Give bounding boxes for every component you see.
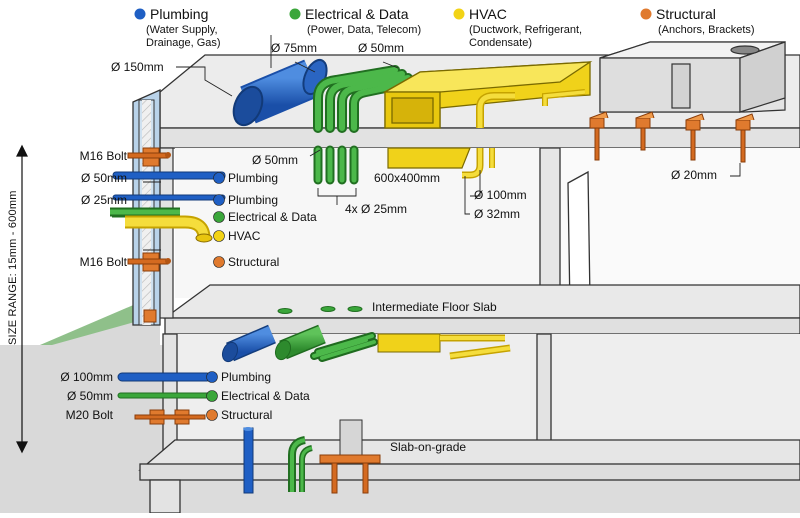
roof-structural-anchors [589,111,755,163]
slab-on-grade-label: Slab-on-grade [390,440,466,454]
label-d20: Ø 20mm [671,168,717,182]
label-d50-top: Ø 50mm [358,41,404,55]
anchor-3 [685,113,705,161]
row-size-label: M16 Bolt [80,255,128,269]
legend-sub: (Ductwork, Refrigerant, [469,24,582,36]
lower_rows-row: Ø 50mm Electrical & Data [67,389,310,403]
lower_rows-row: M20 Bolt Structural [66,408,273,422]
green-dot-icon [289,8,301,20]
under-roof-duct [387,147,495,179]
legend-structural: Structural (Anchors, Brackets) [640,6,755,36]
row-size-label: Ø 50mm [81,171,127,185]
blue-dot-icon [134,8,146,20]
anchor-2 [635,111,655,151]
blue-dot-icon [206,371,218,383]
roof-hvac-duct [382,61,593,129]
blue-dot-icon [213,172,225,184]
orange-dot-icon [206,409,218,421]
orange-dot-icon [640,8,652,20]
row-service-label: Plumbing [228,193,278,207]
row-size-label: M16 Bolt [80,149,128,163]
green-dot-icon [213,211,225,223]
wall_rows-row: Electrical & Data [213,210,317,224]
pipe-25mm-plumbing [112,194,226,201]
green-dot-icon [206,390,218,402]
row-service-label: Plumbing [221,370,271,384]
legend-electrical: Electrical & Data (Power, Data, Telecom) [289,6,421,36]
anchor-1 [589,111,609,161]
legend-sub: (Anchors, Brackets) [658,24,755,36]
yellow-dot-icon [453,8,465,20]
rooftop-hvac-unit [599,41,786,113]
row-size-label: Ø 100mm [60,370,113,384]
m16-bolt-top [127,147,171,167]
row-service-label: Electrical & Data [221,389,310,403]
wall_rows-row: HVAC [213,229,261,243]
anchor-4 [735,113,755,163]
grass-strip [40,300,160,345]
legend-hvac: HVAC (Ductwork, Refrigerant, Condensate) [453,6,582,49]
wall_rows-row: M16 Bolt Structural [80,255,280,269]
slab-labels: Intermediate Floor Slab Slab-on-grade [372,300,497,454]
wall_rows-row: Ø 25mm Plumbing [81,193,278,207]
legend-title: Structural [656,6,716,22]
leader-lines [143,35,741,251]
row-service-label: Structural [228,255,279,269]
legend-title: Plumbing [150,6,208,22]
wall_rows-row: Ø 50mm Plumbing [81,171,278,185]
row-service-label: HVAC [228,229,261,243]
legend: Plumbing (Water Supply, Drainage, Gas) E… [134,6,755,49]
lower-legend-rows: Ø 100mm Plumbing Ø 50mm Electrical & DataM2… [60,370,310,422]
legend-sub: Condensate) [469,37,532,49]
size-range-label: SIZE RANGE: 15mm - 600mm [7,190,19,345]
row-size-label: M20 Bolt [66,408,114,422]
legend-sub: Drainage, Gas) [146,37,221,49]
label-d32: Ø 32mm [474,207,520,221]
label-d50-under: Ø 50mm [252,153,298,167]
under-roof-conduits [313,145,359,185]
row-service-label: Electrical & Data [228,210,317,224]
label-d150: Ø 150mm [111,60,164,74]
lower_rows-row: Ø 100mm Plumbing [60,370,271,384]
intermediate-slab-label: Intermediate Floor Slab [372,300,497,314]
dimension-labels: Ø 150mm Ø 75mm Ø 50mm Ø 50mm 4x Ø 25mm 6… [111,41,717,221]
row-size-label: Ø 50mm [67,389,113,403]
pipe-50mm-plumbing [112,171,226,180]
wall_rows-row: M16 Bolt [80,149,128,163]
blue-dot-icon [213,194,225,206]
size-range-indicator [16,144,28,454]
slab-sleeves [277,306,363,314]
legend-title: HVAC [469,6,507,22]
legend-sub: (Water Supply, [146,24,218,36]
legend-plumbing: Plumbing (Water Supply, Drainage, Gas) [134,6,221,49]
label-d75: Ø 75mm [271,41,317,55]
label-conduits: 4x Ø 25mm [345,202,407,216]
wall-penetrations [110,147,226,323]
row-service-label: Structural [221,408,272,422]
legend-sub: (Power, Data, Telecom) [307,24,421,36]
yellow-dot-icon [213,230,225,242]
legend-title: Electrical & Data [305,6,409,22]
row-size-label: Ø 25mm [81,193,127,207]
roof-electrical-conduits [313,65,419,133]
row-service-label: Plumbing [228,171,278,185]
m16-bolt-bottom [127,252,171,272]
label-d100: Ø 100mm [474,188,527,202]
label-duct: 600x400mm [374,171,440,185]
orange-dot-icon [213,256,225,268]
